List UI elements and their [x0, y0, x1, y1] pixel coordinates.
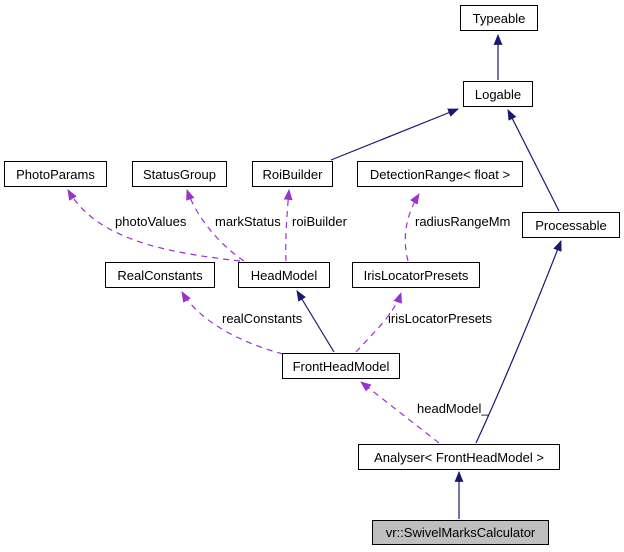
node-irislocatorpresets[interactable]: IrisLocatorPresets [352, 262, 480, 288]
edge-frontheadmodel-headmodel [296, 290, 335, 353]
edge-label-headmodel: headModel_ [417, 401, 489, 416]
edge-analyser-frontheadmodel [360, 381, 440, 444]
edge-label-irislocatorpresets: irisLocatorPresets [388, 311, 493, 326]
node-roibuilder[interactable]: RoiBuilder [252, 161, 333, 187]
node-frontheadmodel[interactable]: FrontHeadModel [282, 353, 400, 379]
edge-roibuilder-logable [330, 108, 460, 161]
edge-processable-logable [507, 109, 560, 212]
edge-analyser-processable [475, 239, 562, 444]
node-headmodel[interactable]: HeadModel [238, 262, 330, 288]
node-analyser-frontheadmodel[interactable]: Analyser< FrontHeadModel > [358, 444, 560, 470]
edge-headmodel-roibuilder [283, 188, 293, 262]
node-realconstants[interactable]: RealConstants [105, 262, 215, 288]
node-typeable[interactable]: Typeable [460, 5, 538, 31]
node-processable[interactable]: Processable [522, 212, 620, 238]
node-photoparams[interactable]: PhotoParams [4, 161, 107, 187]
edge-label-markstatus: markStatus [215, 214, 281, 229]
edge-label-realconstants: realConstants [222, 311, 303, 326]
edge-headmodel-statusgroup [186, 188, 245, 262]
edge-label-radiusrangemm: radiusRangeMm [415, 214, 511, 229]
edge-label-roibuilder: roiBuilder [292, 214, 347, 229]
node-logable[interactable]: Logable [463, 81, 533, 107]
edge-label-photovalues: photoValues [115, 214, 187, 229]
node-detectionrange-float[interactable]: DetectionRange< float > [357, 161, 523, 187]
node-statusgroup[interactable]: StatusGroup [132, 161, 227, 187]
edge-frontheadmodel-irislocatorpresets [355, 291, 402, 353]
node-vr-swivelmarkscalculator: vr::SwivelMarksCalculator [372, 520, 549, 545]
edge-frontheadmodel-realconstants [181, 291, 284, 355]
edge-irislocatorpresets-detectionrange [404, 193, 420, 262]
